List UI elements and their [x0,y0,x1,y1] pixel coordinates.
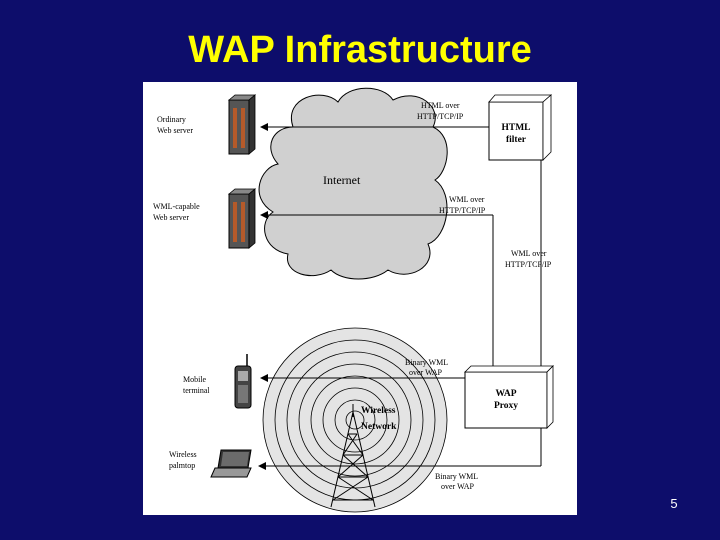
html-over-label-2: HTTP/TCP/IP [417,112,464,121]
slide-title: WAP Infrastructure [188,29,532,71]
ordinary-server-label-1: Ordinary [157,115,186,124]
html-over-label-1: HTML over [421,101,460,110]
ordinary-server-label-2: Web server [157,126,193,135]
connector-lines [258,123,542,470]
wap-proxy-box [464,365,554,429]
wap-proxy-label-1: WAP [495,389,516,399]
internet-label: Internet [323,173,361,187]
mobile-terminal-label-2: terminal [183,386,210,395]
wml-capable-web-server-icon [227,188,257,249]
wml-over-2-label-1: WML over [511,249,547,258]
page-number: 5 [670,496,678,511]
palmtop-label-2: palmtop [169,461,195,470]
palmtop-icon [210,449,252,478]
mobile-phone-icon [234,354,252,409]
wap-diagram: Internet Wireles [153,87,554,513]
wml-over-1-label-1: WML over [449,195,485,204]
binary-wml-2-label-2: over WAP [441,482,475,491]
binary-wml-2-label-1: Binary WML [435,472,478,481]
html-filter-label-1: HTML [501,123,530,133]
internet-cloud [258,87,448,280]
binary-wml-1-label-1: Binary WML [405,358,448,367]
wml-over-1-label-2: HTTP/TCP/IP [439,206,486,215]
wml-server-label-1: WML-capable [153,202,200,211]
wireless-network-label-2: Network [361,422,397,432]
wireless-network-label-1: Wireless [361,406,396,416]
mobile-terminal-label-1: Mobile [183,375,207,384]
wml-over-2-label-2: HTTP/TCP/IP [505,260,552,269]
ordinary-web-server-icon [227,94,257,155]
wml-server-label-2: Web server [153,213,189,222]
palmtop-label-1: Wireless [169,450,197,459]
html-filter-box [488,94,553,161]
binary-wml-1-label-2: over WAP [409,368,443,377]
wap-proxy-label-2: Proxy [494,401,518,411]
diagram-panel: Internet Wireles [143,82,577,515]
html-filter-label-2: filter [506,135,527,145]
